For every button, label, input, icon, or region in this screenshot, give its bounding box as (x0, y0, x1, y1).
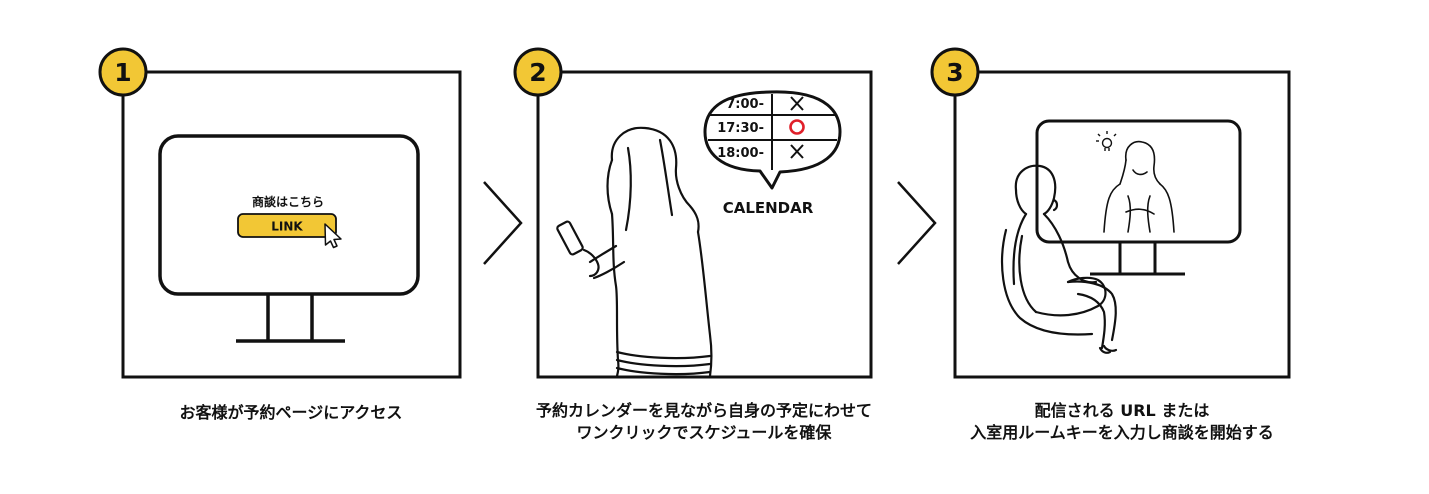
monitor-illustration (160, 136, 418, 341)
caption-line: ワンクリックでスケジュールを確保 (494, 422, 914, 444)
step-badge-3: 3 (932, 49, 978, 95)
step-number: 2 (529, 58, 546, 87)
link-button[interactable]: LINK (238, 214, 336, 237)
step-number: 3 (946, 58, 963, 87)
person-with-phone-illustration (556, 128, 711, 376)
calendar-time: 7:00- (726, 97, 764, 112)
step-1-panel: 商談はこちら LINK 1 (100, 49, 460, 377)
calendar-time: 17:30- (717, 121, 764, 136)
caption-line: お客様が予約ページにアクセス (81, 402, 501, 424)
caption-line: 予約カレンダーを見ながら自身の予定にわせて (494, 400, 914, 422)
step-2-panel: 7:00- 17:30- 18:00- CALENDAR 2 (515, 49, 871, 377)
calendar-bubble (705, 92, 840, 188)
step-number: 1 (114, 58, 131, 87)
step-2-caption: 予約カレンダーを見ながら自身の予定にわせて ワンクリックでスケジュールを確保 (494, 400, 914, 444)
step-3-caption: 配信される URL または 入室用ルームキーを入力し商談を開始する (912, 400, 1332, 444)
step-badge-2: 2 (515, 49, 561, 95)
calendar-label: CALENDAR (723, 199, 814, 217)
video-monitor-illustration (1037, 121, 1240, 274)
chevron-right-icon (898, 182, 935, 264)
screen-heading: 商談はこちら (252, 194, 324, 209)
calendar-time: 18:00- (717, 146, 764, 161)
chevron-right-icon (484, 182, 521, 264)
link-label: LINK (271, 220, 303, 234)
step-3-panel: 3 (932, 49, 1289, 377)
step-1-caption: お客様が予約ページにアクセス (81, 402, 501, 424)
caption-line: 配信される URL または (912, 400, 1332, 422)
caption-line: 入室用ルームキーを入力し商談を開始する (912, 422, 1332, 444)
step-badge-1: 1 (100, 49, 146, 95)
